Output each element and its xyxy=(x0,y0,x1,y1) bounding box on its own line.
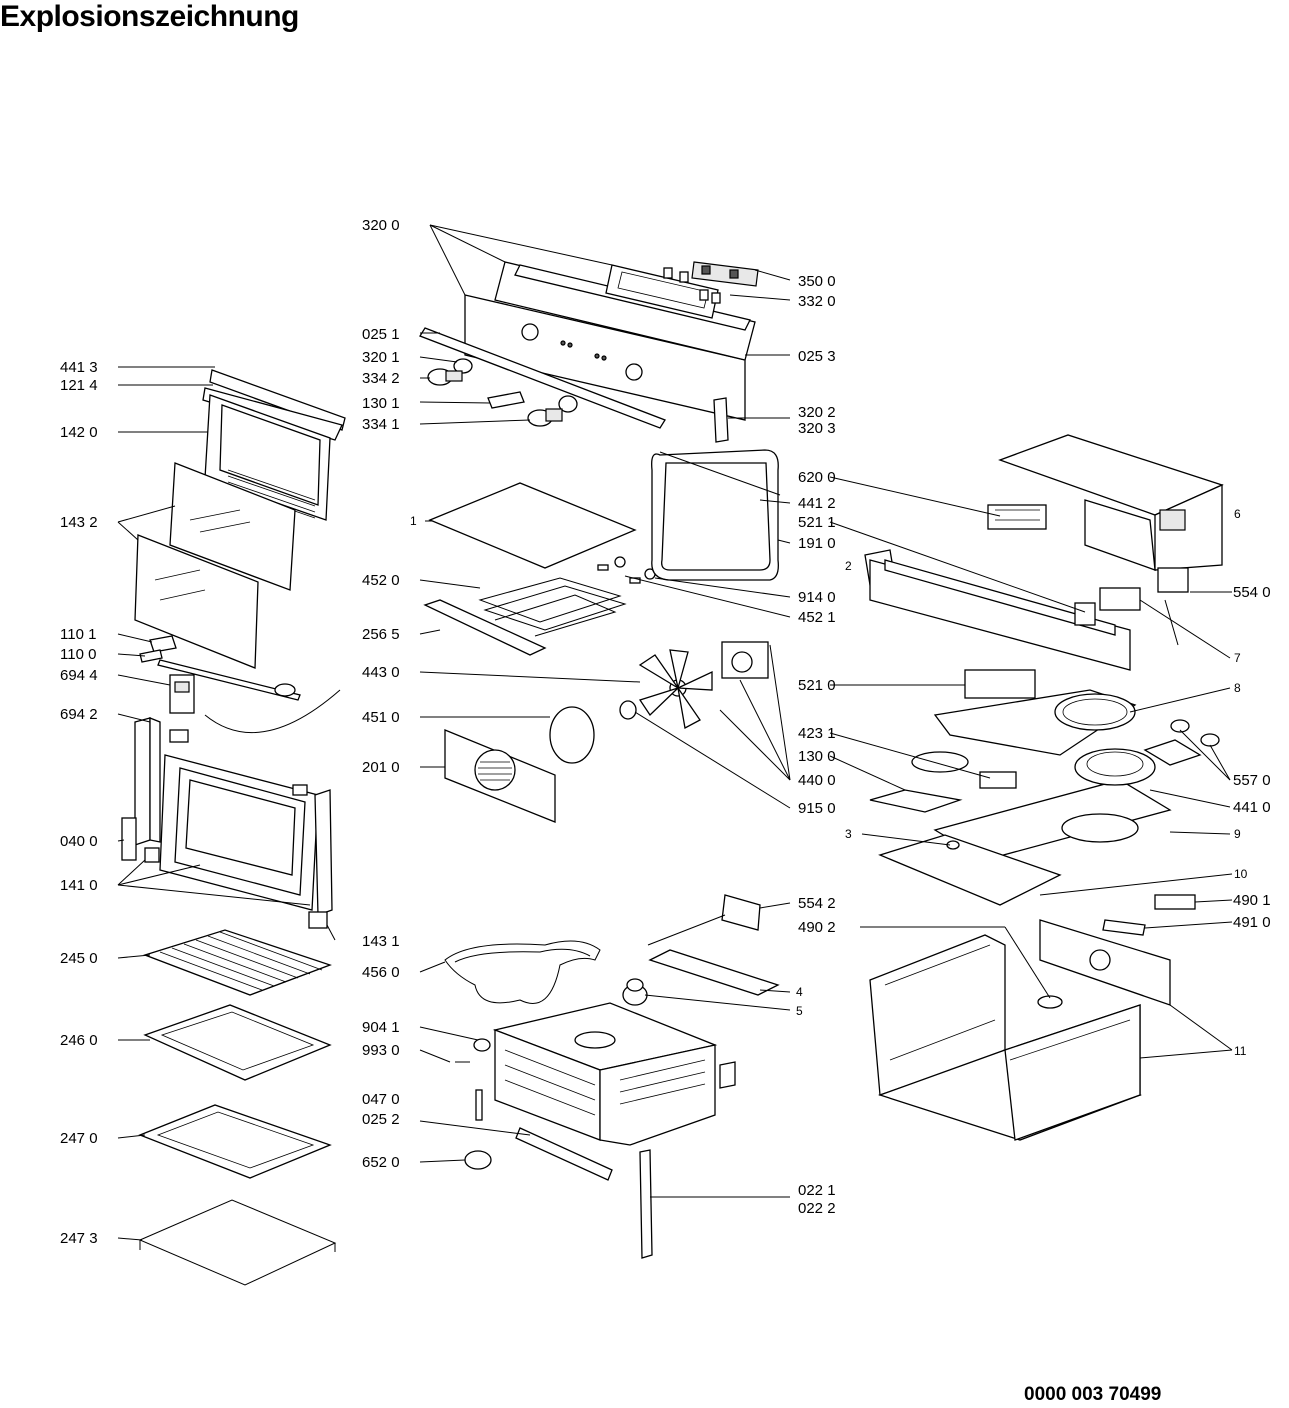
part-label: 143 2 xyxy=(60,514,98,531)
part-label: 247 3 xyxy=(60,1230,98,1247)
part-label: 025 2 xyxy=(362,1111,400,1128)
part-label: 4 xyxy=(796,985,803,999)
part-label: 025 3 xyxy=(798,348,836,365)
part-label: 142 0 xyxy=(60,424,98,441)
page-title: Explosionszeichnung xyxy=(0,0,299,33)
part-label: 141 0 xyxy=(60,877,98,894)
part-labels: 320 0 350 0 332 0 025 1 025 3 320 1 334 … xyxy=(60,217,1271,1247)
part-label: 320 3 xyxy=(798,420,836,437)
part-label: 320 0 xyxy=(362,217,400,234)
part-label: 441 3 xyxy=(60,359,98,376)
part-label: 441 0 xyxy=(1233,799,1271,816)
part-label: 557 0 xyxy=(1233,772,1271,789)
part-label: 441 2 xyxy=(798,495,836,512)
part-label: 993 0 xyxy=(362,1042,400,1059)
part-label: 320 1 xyxy=(362,349,400,366)
part-label: 620 0 xyxy=(798,469,836,486)
door-assembly xyxy=(121,369,346,929)
part-label: 8 xyxy=(1234,681,1241,695)
part-label: 332 0 xyxy=(798,293,836,310)
part-label: 694 2 xyxy=(60,706,98,723)
part-label: 320 2 xyxy=(798,404,836,421)
part-label: 9 xyxy=(1234,827,1241,841)
part-label: 1 xyxy=(410,514,417,528)
part-label: 110 1 xyxy=(60,626,96,643)
part-label: 915 0 xyxy=(798,800,836,817)
lower-heater xyxy=(444,894,780,1006)
part-label: 2 xyxy=(845,559,852,573)
part-label: 554 0 xyxy=(1233,584,1271,601)
part-label: 914 0 xyxy=(798,589,836,606)
part-label: 245 0 xyxy=(60,950,98,967)
part-label: 191 0 xyxy=(798,535,836,552)
part-label: 334 1 xyxy=(362,416,400,433)
part-label: 10 xyxy=(1234,867,1248,881)
part-label: 143 1 xyxy=(362,933,400,950)
part-label: 904 1 xyxy=(362,1019,400,1036)
part-label: 452 0 xyxy=(362,572,400,589)
part-label: 130 1 xyxy=(362,395,400,412)
part-label: 490 2 xyxy=(798,919,836,936)
leader-lines xyxy=(117,224,1233,1241)
part-label: 652 0 xyxy=(362,1154,400,1171)
document-number: 0000 003 70499 xyxy=(1024,1384,1162,1405)
part-label: 440 0 xyxy=(798,772,836,789)
part-label: 11 xyxy=(1234,1044,1247,1058)
part-label: 423 1 xyxy=(798,725,836,742)
part-label: 247 0 xyxy=(60,1130,98,1147)
part-label: 521 1 xyxy=(798,514,836,531)
part-label: 443 0 xyxy=(362,664,400,681)
rear-wall-and-heaters xyxy=(423,449,781,823)
part-label: 110 0 xyxy=(60,646,96,663)
fan xyxy=(638,649,713,729)
part-label: 025 1 xyxy=(362,326,400,343)
part-label: 334 2 xyxy=(362,370,400,387)
part-label: 491 0 xyxy=(1233,914,1271,931)
part-label: 047 0 xyxy=(362,1091,400,1108)
part-label: 490 1 xyxy=(1233,892,1271,909)
part-label: 3 xyxy=(845,827,852,841)
part-label: 022 2 xyxy=(798,1200,836,1217)
part-label: 5 xyxy=(796,1004,803,1018)
top-housing xyxy=(864,434,1224,671)
part-label: 6 xyxy=(1234,507,1241,521)
part-label: 451 0 xyxy=(362,709,400,726)
part-drawings xyxy=(121,261,1224,1286)
fan-housing xyxy=(869,669,1220,906)
control-panel xyxy=(419,261,759,443)
part-label: 554 2 xyxy=(798,895,836,912)
part-label: 452 1 xyxy=(798,609,836,626)
part-label: 022 1 xyxy=(798,1182,836,1199)
part-label: 201 0 xyxy=(362,759,400,776)
part-label: 040 0 xyxy=(60,833,98,850)
part-label: 456 0 xyxy=(362,964,400,981)
part-label: 7 xyxy=(1234,651,1241,665)
outer-casing xyxy=(869,894,1196,1141)
racks-and-trays xyxy=(138,929,337,1286)
part-label: 256 5 xyxy=(362,626,400,643)
part-label: 246 0 xyxy=(60,1032,98,1049)
knobs-and-switches xyxy=(427,358,578,427)
part-label: 521 0 xyxy=(798,677,836,694)
part-label: 121 4 xyxy=(60,377,98,394)
oven-cavity xyxy=(455,1002,736,1259)
part-label: 130 0 xyxy=(798,748,836,765)
part-label: 350 0 xyxy=(798,273,836,290)
part-label: 694 4 xyxy=(60,667,98,684)
